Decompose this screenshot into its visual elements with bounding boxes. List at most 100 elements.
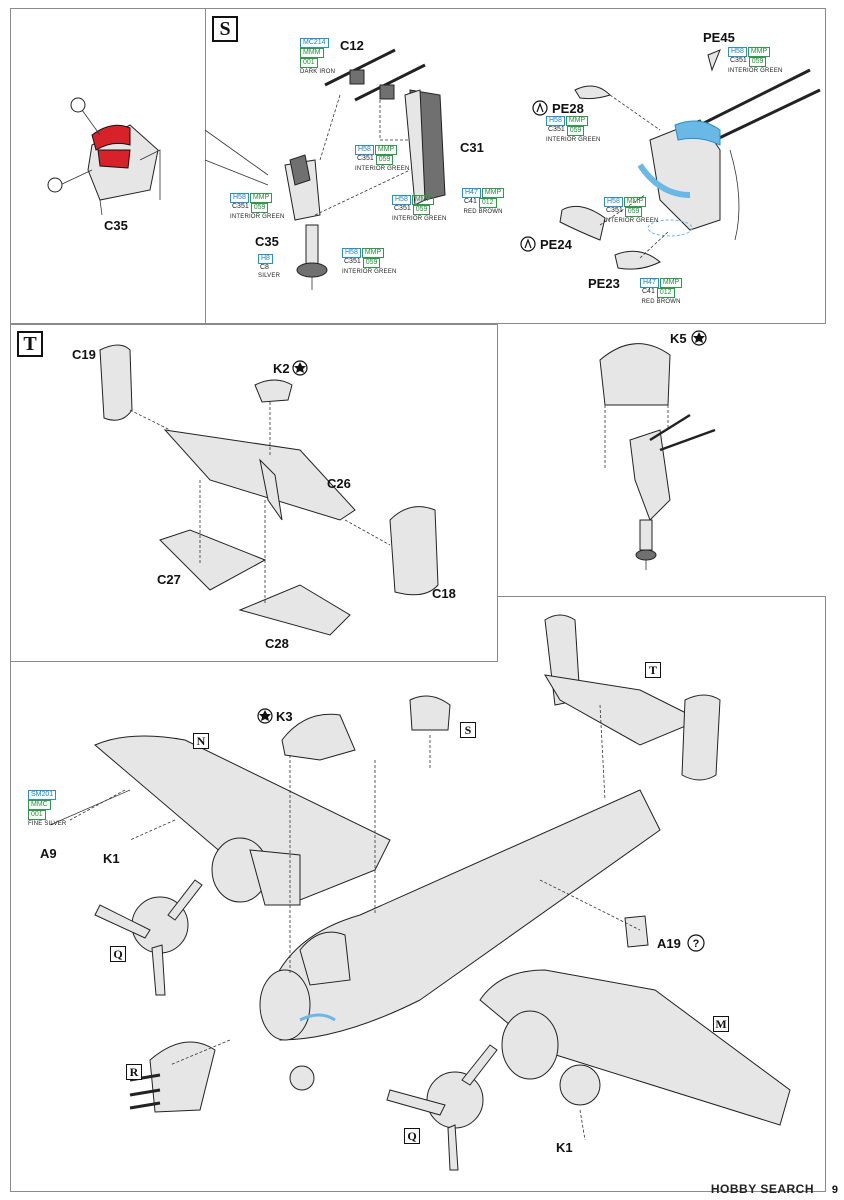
paint-number: 059 <box>362 258 381 268</box>
part-c35-left: C35 <box>104 218 128 233</box>
paint-brand: MMP <box>659 278 683 288</box>
paint-code: H47 <box>640 278 659 288</box>
paint-code: H58 <box>342 248 361 258</box>
paint-brand: MMC <box>28 800 51 810</box>
part-c28: C28 <box>265 636 289 651</box>
ref-label-q-left: Q <box>110 946 126 962</box>
paint-name: INTERIOR GREEN <box>392 216 447 222</box>
paint-c-code: C351 <box>357 155 374 162</box>
section-s-label: S <box>212 16 238 42</box>
paint-number: 059 <box>624 207 643 217</box>
paint-number: 012 <box>656 288 675 298</box>
c12-guns <box>324 48 426 102</box>
ref-label-r: R <box>126 1064 142 1080</box>
part-pe28: PE28 <box>552 101 584 116</box>
paint-brand: MMP <box>747 47 771 57</box>
part-k1-right: K1 <box>556 1140 573 1155</box>
paint-c-code: C351 <box>344 258 361 265</box>
paint-callout-h8: H8 C8 SILVER <box>258 254 280 280</box>
paint-name: FINE SILVER <box>28 821 67 827</box>
paint-brand: MMM <box>300 48 324 58</box>
part-k3: K3 <box>276 709 293 724</box>
paint-c-code: C41 <box>642 288 655 295</box>
section-t-label: T <box>17 331 43 357</box>
tailplane-assembly <box>99 344 439 636</box>
part-c26: C26 <box>327 476 351 491</box>
paint-code: H58 <box>604 197 623 207</box>
part-c31: C31 <box>460 140 484 155</box>
paint-code: H8 <box>258 254 273 264</box>
paint-name: INTERIOR GREEN <box>355 166 410 172</box>
part-k1-left: K1 <box>103 851 120 866</box>
part-c18: C18 <box>432 586 456 601</box>
paint-name: INTERIOR GREEN <box>546 137 601 143</box>
part-pe24: PE24 <box>540 237 572 252</box>
paint-name: DARK IRON <box>300 69 336 75</box>
paint-c-code: C351 <box>394 205 411 212</box>
paint-number: 001 <box>28 810 46 820</box>
paint-name: RED BROWN <box>463 209 503 215</box>
c35-gun-post <box>284 154 328 290</box>
paint-name: SILVER <box>258 273 281 279</box>
paint-number: 059 <box>250 203 269 213</box>
paint-c-code: C351 <box>606 207 623 214</box>
paint-name: INTERIOR GREEN <box>728 68 783 74</box>
paint-code: SM201 <box>28 790 57 800</box>
part-a9: A9 <box>40 846 57 861</box>
paint-name: INTERIOR GREEN <box>604 218 659 224</box>
paint-code: H58 <box>355 145 374 155</box>
paint-c-code: C8 <box>260 264 269 271</box>
part-c19: C19 <box>72 347 96 362</box>
paint-c-code: C351 <box>548 126 565 133</box>
main-assembly-top-line <box>498 596 826 597</box>
paint-number: 001 <box>300 58 318 68</box>
paint-brand: MMP <box>565 116 589 126</box>
paint-number: 059 <box>748 57 767 67</box>
paint-code: MC214 <box>300 38 329 48</box>
c35-seat-detail <box>47 97 161 216</box>
paint-code: H58 <box>728 47 747 57</box>
section-t-frame <box>10 324 498 662</box>
page-number: 9 <box>831 1184 838 1196</box>
ref-label-q-right: Q <box>404 1128 420 1144</box>
ref-label-m: M <box>713 1016 729 1032</box>
paint-name: INTERIOR GREEN <box>342 269 397 275</box>
part-k5: K5 <box>670 331 687 346</box>
part-k2: K2 <box>273 361 290 376</box>
paint-callout-mc214: MC214 MMM 001 DARK IRON <box>300 38 335 76</box>
part-c35-s: C35 <box>255 234 279 249</box>
ref-label-t: T <box>645 662 661 678</box>
paint-number: 059 <box>566 126 585 136</box>
ref-label-n: N <box>193 733 209 749</box>
part-c27: C27 <box>157 572 181 587</box>
paint-number: 012 <box>478 198 497 208</box>
paint-brand: MMP <box>249 193 273 203</box>
paint-number: 059 <box>412 205 431 215</box>
watermark: HOBBY SEARCH <box>710 1182 814 1196</box>
paint-name: INTERIOR GREEN <box>230 214 285 220</box>
c31-mount <box>404 89 446 206</box>
section-s-frame <box>10 8 826 324</box>
k5-turret <box>599 343 716 570</box>
ref-label-s: S <box>460 722 476 738</box>
paint-code: H58 <box>392 195 411 205</box>
paint-code: H47 <box>462 188 481 198</box>
paint-brand: MMP <box>481 188 505 198</box>
part-a19: A19 <box>657 936 681 951</box>
section-s-divider <box>205 8 206 324</box>
paint-c-code: C351 <box>232 203 249 210</box>
paint-c-code: C41 <box>464 198 477 205</box>
paint-brand: MMP <box>623 197 647 207</box>
paint-number: 059 <box>375 155 394 165</box>
part-pe23: PE23 <box>588 276 620 291</box>
paint-brand: MMP <box>374 145 398 155</box>
